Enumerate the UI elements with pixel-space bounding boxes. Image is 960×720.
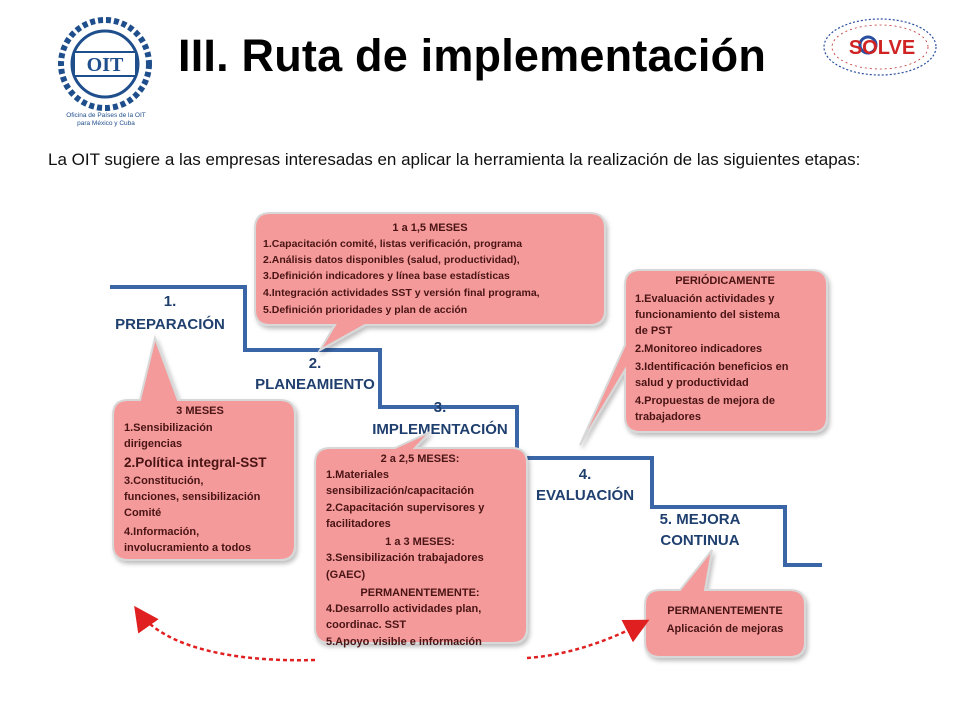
- callout-preparacion-line-5: funciones, sensibilización: [124, 491, 261, 503]
- callout-preparacion-line-4: 3.Constitución,: [124, 475, 203, 487]
- callout-implementacion-line-4: 2.Capacitación supervisores y: [326, 502, 485, 514]
- callout-mejora: [644, 549, 806, 658]
- stage-2-name: PLANEAMIENTO: [255, 376, 375, 393]
- oit-logo: OIT: [58, 17, 152, 111]
- org-caption-line-1: Oficina de Países de la OIT: [66, 112, 146, 119]
- callout-planeamiento-line-3: 3.Definición indicadores y línea base es…: [263, 270, 510, 282]
- solve-logo-text: SOLVE: [849, 37, 915, 59]
- callout-preparacion-line-1: 1.Sensibilización: [124, 422, 213, 434]
- callout-evaluacion-line-8: trabajadores: [635, 411, 701, 423]
- callout-preparacion-line-6: Comité: [124, 507, 161, 519]
- stage-4-number: 4.: [579, 466, 592, 483]
- callout-preparacion-heading: 3 MESES: [176, 405, 224, 417]
- stage-1-number: 1.: [164, 293, 177, 310]
- callout-preparacion-line-8: involucramiento a todos: [124, 542, 251, 554]
- callout-implementacion-line-8: (GAEC): [326, 569, 365, 581]
- callout-mejora-line-1: Aplicación de mejoras: [667, 623, 784, 635]
- callout-evaluacion-line-3: de PST: [635, 325, 673, 337]
- org-caption-line-2: para México y Cuba: [77, 120, 135, 127]
- callout-planeamiento-line-1: 1.Capacitación comité, listas verificaci…: [263, 238, 522, 250]
- callout-implementacion-line-1: 2 a 2,5 MESES:: [381, 453, 460, 465]
- cycle-arrow-left: [134, 605, 316, 662]
- callout-planeamiento-line-2: 2.Análisis datos disponibles (salud, pro…: [263, 254, 520, 266]
- oit-logo-text: OIT: [87, 54, 124, 76]
- callout-preparacion-line-2: dirigencias: [124, 438, 182, 450]
- callout-planeamiento-line-5: 5.Definición prioridades y plan de acció…: [263, 304, 467, 316]
- org-caption: Oficina de Países de la OIT para México …: [46, 112, 166, 128]
- stage-staircase-line: [110, 285, 822, 567]
- cycle-arrow-right: [526, 619, 650, 660]
- stage-5-name: CONTINUA: [660, 532, 739, 549]
- callout-evaluacion-line-4: 2.Monitoreo indicadores: [635, 343, 762, 355]
- stage-2-number: 2.: [309, 355, 322, 372]
- callout-implementacion-line-9: PERMANENTEMENTE:: [360, 587, 479, 599]
- callout-evaluacion-line-1: 1.Evaluación actividades y: [635, 293, 775, 305]
- page-title: III. Ruta de implementación: [178, 30, 767, 81]
- callout-evaluacion-line-7: 4.Propuestas de mejora de: [635, 395, 775, 407]
- callout-implementacion-line-5: facilitadores: [326, 518, 391, 530]
- stage-5-number: 5. MEJORA: [660, 511, 741, 528]
- callout-planeamiento-heading: 1 a 1,5 MESES: [392, 222, 467, 234]
- callout-preparacion-line-7: 4.Información,: [124, 526, 199, 538]
- callout-mejora-heading: PERMANENTEMENTE: [667, 605, 783, 617]
- callout-evaluacion-line-2: funcionamiento del sistema: [635, 309, 781, 321]
- callout-planeamiento-line-4: 4.Integración actividades SST y versión …: [263, 287, 540, 299]
- callout-implementacion-line-2: 1.Materiales: [326, 469, 389, 481]
- callout-evaluacion-heading: PERIÓDICAMENTE: [675, 274, 775, 287]
- callout-evaluacion-line-6: salud y productividad: [635, 377, 749, 389]
- callout-implementacion: [314, 431, 528, 644]
- callout-planeamiento: [254, 212, 606, 353]
- callout-implementacion-line-10: 4.Desarrollo actividades plan,: [326, 603, 481, 615]
- stage-3-number: 3.: [434, 399, 447, 416]
- solve-logo: SOLVE: [823, 18, 937, 76]
- callout-implementacion-line-3: sensibilización/capacitación: [326, 485, 474, 497]
- callout-implementacion-line-11: coordinac. SST: [326, 619, 406, 631]
- stage-1-name: PREPARACIÓN: [115, 315, 225, 333]
- callout-implementacion-line-6: 1 a 3 MESES:: [385, 536, 455, 548]
- callout-preparacion-line-3: 2.Política integral-SST: [124, 455, 267, 470]
- stage-4-name: EVALUACIÓN: [536, 486, 634, 504]
- callout-implementacion-line-7: 3.Sensibilización trabajadores: [326, 552, 484, 564]
- callout-evaluacion-line-5: 3.Identificación beneficios en: [635, 361, 789, 373]
- callout-evaluacion: [579, 269, 828, 446]
- callout-preparacion: [112, 334, 296, 561]
- intro-text: La OIT sugiere a las empresas interesada…: [48, 150, 861, 169]
- callout-implementacion-line-12: 5.Apoyo visible e información: [326, 636, 482, 648]
- stage-3-name: IMPLEMENTACIÓN: [372, 420, 508, 438]
